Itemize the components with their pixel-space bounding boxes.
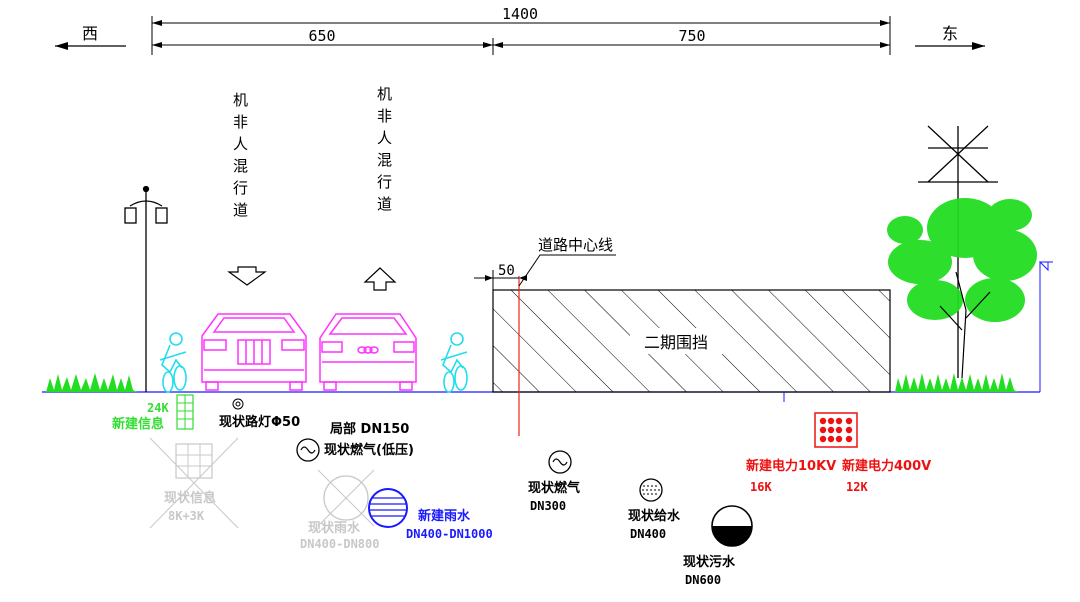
- lane-label-right: 机非人混行道: [375, 86, 393, 218]
- gas-low-pressure: 局部 DN150 现状燃气(低压): [296, 421, 414, 462]
- gas-low-pressure-label: 现状燃气(低压): [324, 442, 414, 458]
- car-icon: [319, 313, 417, 391]
- existing-sewer-size: DN600: [685, 573, 721, 587]
- cyclist-icon: [159, 332, 187, 393]
- existing-light: 现状路灯Φ50: [219, 398, 300, 430]
- new-rain-label: 新建雨水: [418, 508, 471, 524]
- existing-telecom: 现状信息 8K+3K: [149, 437, 239, 529]
- road-center-line: 道路中心线 50: [474, 236, 616, 436]
- dimension-right: 750: [493, 27, 890, 48]
- arrow-down-icon: [227, 266, 267, 286]
- existing-rain: 现状雨水 DN400-DN800: [300, 469, 379, 551]
- cyclist-icon: [440, 332, 468, 393]
- street-lamp-icon: [124, 185, 168, 392]
- power-400v-count: 12K: [846, 480, 868, 494]
- car-icon: [201, 313, 307, 391]
- existing-telecom-label: 现状信息: [164, 490, 216, 506]
- construction-barrier: 二期围挡: [492, 289, 891, 393]
- arrow-up-icon: [363, 267, 397, 291]
- existing-sewer: 现状污水 DN600: [683, 505, 753, 587]
- tree-icon: [887, 198, 1037, 379]
- east-arrow: 东: [915, 24, 985, 50]
- existing-telecom-count: 8K+3K: [168, 509, 205, 523]
- dimension-left: 650: [152, 27, 494, 55]
- road-center-label: 道路中心线: [538, 236, 613, 254]
- dimension-total-label: 1400: [502, 5, 538, 23]
- existing-water-label: 现状给水: [628, 508, 681, 524]
- dimension-left-label: 650: [308, 27, 335, 45]
- new-power-duct: 新建电力10KV 16K 新建电力400V 12K: [746, 392, 931, 494]
- power-400v-label: 新建电力400V: [842, 458, 931, 474]
- new-telecom-count: 24K: [147, 401, 169, 415]
- existing-water: 现状给水 DN400: [628, 478, 681, 541]
- power-10kv-label: 新建电力10KV: [746, 458, 836, 474]
- existing-rain-size: DN400-DN800: [300, 537, 379, 551]
- lane-label-left: 机非人混行道: [231, 92, 249, 224]
- existing-rain-label: 现状雨水: [308, 520, 361, 536]
- existing-gas-size: DN300: [530, 499, 566, 513]
- dimension-right-label: 750: [678, 27, 705, 45]
- existing-gas: 现状燃气 DN300: [528, 450, 580, 513]
- new-rain-size: DN400-DN1000: [406, 527, 493, 541]
- existing-gas-label: 现状燃气: [528, 480, 580, 496]
- existing-water-size: DN400: [630, 527, 666, 541]
- new-rain: 新建雨水 DN400-DN1000: [368, 488, 493, 541]
- existing-sewer-label: 现状污水: [683, 554, 736, 570]
- gas-partial-label: 局部 DN150: [330, 421, 409, 437]
- new-telecom-label: 新建信息: [112, 416, 164, 432]
- west-arrow: 西: [55, 24, 126, 50]
- west-label: 西: [82, 24, 98, 43]
- offset-label: 50: [498, 263, 515, 279]
- new-telecom-duct: 24K 新建信息: [112, 394, 194, 432]
- existing-light-label: 现状路灯Φ50: [219, 414, 300, 430]
- power-10kv-count: 16K: [750, 480, 772, 494]
- barrier-label: 二期围挡: [644, 333, 708, 352]
- dimension-total: 1400: [151, 5, 891, 55]
- grass-icon: [46, 373, 1018, 392]
- east-label: 东: [942, 24, 958, 43]
